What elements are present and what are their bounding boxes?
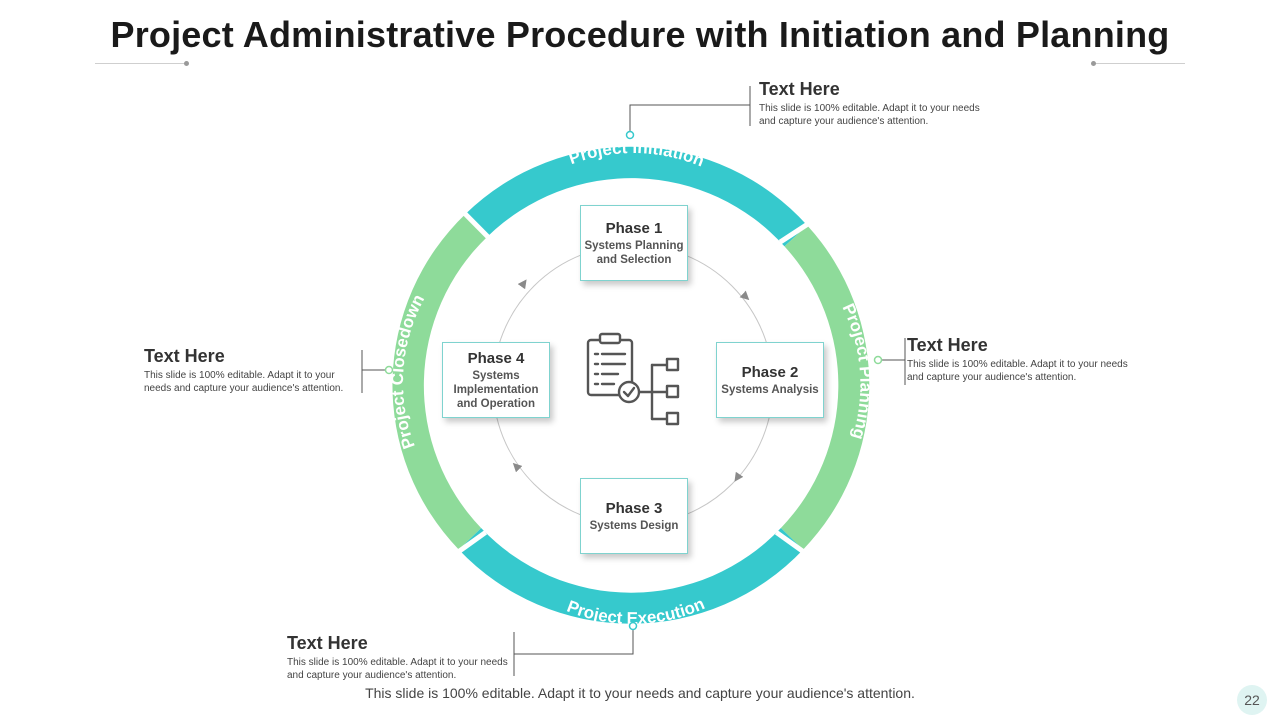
phase-2-title: Phase 2: [741, 363, 799, 381]
callout-bottom-title: Text Here: [287, 633, 368, 653]
ring-segment-initiation: [465, 146, 808, 247]
connector-bottom: [514, 626, 634, 655]
phase-3-box: Phase 3 Systems Design: [580, 478, 688, 554]
phase-2-box: Phase 2 Systems Analysis: [716, 342, 824, 418]
connector-top: [629, 104, 750, 135]
callout-right-title: Text Here: [907, 335, 988, 355]
ring-segment-execution: [458, 528, 804, 624]
rule-dot: [184, 61, 189, 66]
callout-bottom: Text Here This slide is 100% editable. A…: [287, 632, 509, 682]
callout-left: Text Here This slide is 100% editable. A…: [144, 345, 362, 395]
phase-4-title: Phase 4: [467, 349, 525, 367]
flow-arrow-se: [734, 471, 744, 482]
phase-4-box: Phase 4 Systems Implementation and Opera…: [442, 342, 550, 418]
connector-dot-bottom: [628, 621, 638, 631]
connector-dot-top: [625, 130, 635, 140]
title-rule-left: [95, 61, 189, 66]
callout-right: Text Here This slide is 100% editable. A…: [907, 334, 1137, 384]
callout-top-title: Text Here: [759, 79, 840, 99]
phase-1-title: Phase 1: [605, 219, 663, 237]
ring-segment-closedown: [392, 213, 488, 550]
callout-right-body: This slide is 100% editable. Adapt it to…: [907, 359, 1128, 383]
connector-dot-right: [873, 355, 883, 365]
footer-note: This slide is 100% editable. Adapt it to…: [365, 685, 915, 701]
clipboard-hierarchy-icon: [586, 332, 680, 426]
page-number-badge: 22: [1237, 685, 1267, 715]
phase-3-subtitle: Systems Design: [589, 519, 679, 532]
callout-left-body: This slide is 100% editable. Adapt it to…: [144, 370, 344, 394]
phase-4-subtitle: Systems Implementation and Operation: [453, 369, 539, 410]
callout-top: Text Here This slide is 100% editable. A…: [759, 78, 989, 128]
callout-left-title: Text Here: [144, 346, 225, 366]
phase-3-title: Phase 3: [605, 499, 663, 517]
callout-top-body: This slide is 100% editable. Adapt it to…: [759, 103, 980, 127]
title-rule-right: [1091, 61, 1185, 66]
phase-2-subtitle: Systems Analysis: [721, 383, 819, 396]
connector-dot-left: [384, 365, 394, 375]
callout-bottom-body: This slide is 100% editable. Adapt it to…: [287, 657, 508, 681]
slide-title: Project Administrative Procedure with In…: [110, 14, 1170, 55]
phase-1-subtitle: Systems Planning and Selection: [584, 239, 684, 266]
phase-1-box: Phase 1 Systems Planning and Selection: [580, 205, 688, 281]
rule-dot: [1091, 61, 1096, 66]
flow-arrow-ne: [739, 290, 750, 301]
flow-arrow-nw: [517, 279, 527, 290]
ring-segment-planning: [780, 225, 870, 550]
